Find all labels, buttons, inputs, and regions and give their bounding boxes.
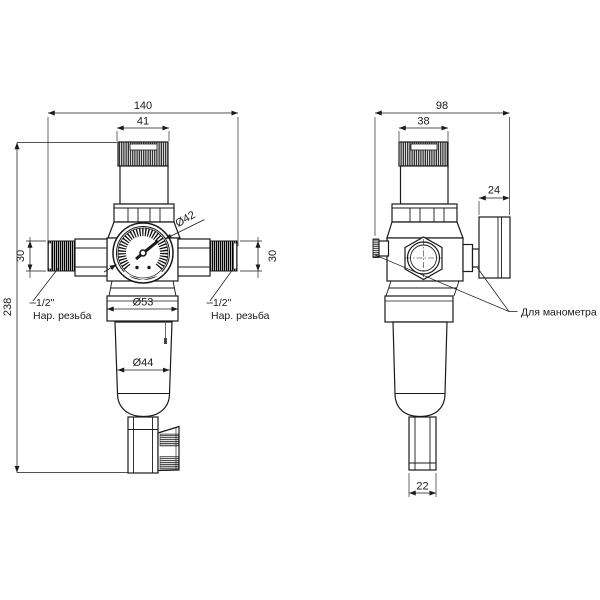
dim-label-53: Ø53 [133,297,154,309]
front-bonnet [113,203,175,223]
dim-front-cap-width: 41 [116,116,170,141]
dim-label-140: 140 [134,100,152,112]
front-cap-slot [129,143,158,151]
side-view: 98 38 24 22 Для манометра [372,100,597,497]
dim-bowl-diameter: Ø44 [117,357,170,373]
side-gauge-body [478,216,511,279]
dim-drain-width: 22 [408,473,437,497]
dim-label-24: 24 [488,185,500,197]
dim-front-total-width: 140 [47,100,239,246]
thread-right-size-text: 1/2" [213,297,232,309]
side-drain-pipe [408,416,437,471]
gauge-dot-left [135,265,139,270]
manometer-note-text: Для манометра [521,307,597,319]
side-gauge-stem [471,248,480,268]
side-cap-body [399,165,449,205]
dim-front-port-right: 30 [240,237,279,278]
pressure-gauge [112,222,174,284]
dim-label-41: 41 [137,116,149,128]
dim-label-38: 38 [417,116,429,128]
thread-label-right: 1/2" Нар. резьба [206,268,270,322]
dim-front-total-height: 238 [2,142,128,473]
dim-label-30-right: 30 [267,250,279,262]
gauge-tick-ring [118,228,168,278]
dim-label-238: 238 [2,298,14,316]
front-union-nut-left [74,238,108,277]
side-valve-body [372,141,511,471]
front-cap-body [119,165,169,205]
side-gauge-nut [462,243,474,273]
thread-left-note-text: Нар. резьба [33,310,92,322]
thread-right-note-text: Нар. резьба [211,310,270,322]
manometer-note: Для манометра [374,254,597,319]
dim-label-22: 22 [416,481,428,493]
front-drain-pipe [127,416,159,474]
dim-side-cap-width: 38 [398,116,449,141]
side-bonnet [391,203,458,223]
dim-side-total-width: 98 [374,100,510,236]
dim-label-98: 98 [436,100,448,112]
front-view: 140 41 Ø42 30 30 238 [2,100,279,474]
side-filter-bowl [392,321,448,418]
side-port-plug-left [372,238,380,258]
dim-label-44: Ø44 [133,357,154,369]
front-filter-bowl [114,321,173,418]
side-ring [384,295,454,323]
front-thread-right [209,240,238,272]
dim-ring-diameter: Ø53 [107,297,178,312]
thread-left-size-text: 1/2" [36,297,55,309]
front-bowl-pin [164,338,167,344]
side-cap-slot [410,143,438,151]
gauge-hub [139,249,147,257]
front-valve-body [47,141,238,474]
front-thread-left [47,240,76,272]
gauge-needle [135,239,159,261]
dim-gauge-depth: 24 [478,185,510,215]
thread-label-left: 1/2" Нар. резьба [29,268,92,322]
front-union-nut-right [177,238,211,277]
gauge-dot-right [147,265,151,270]
